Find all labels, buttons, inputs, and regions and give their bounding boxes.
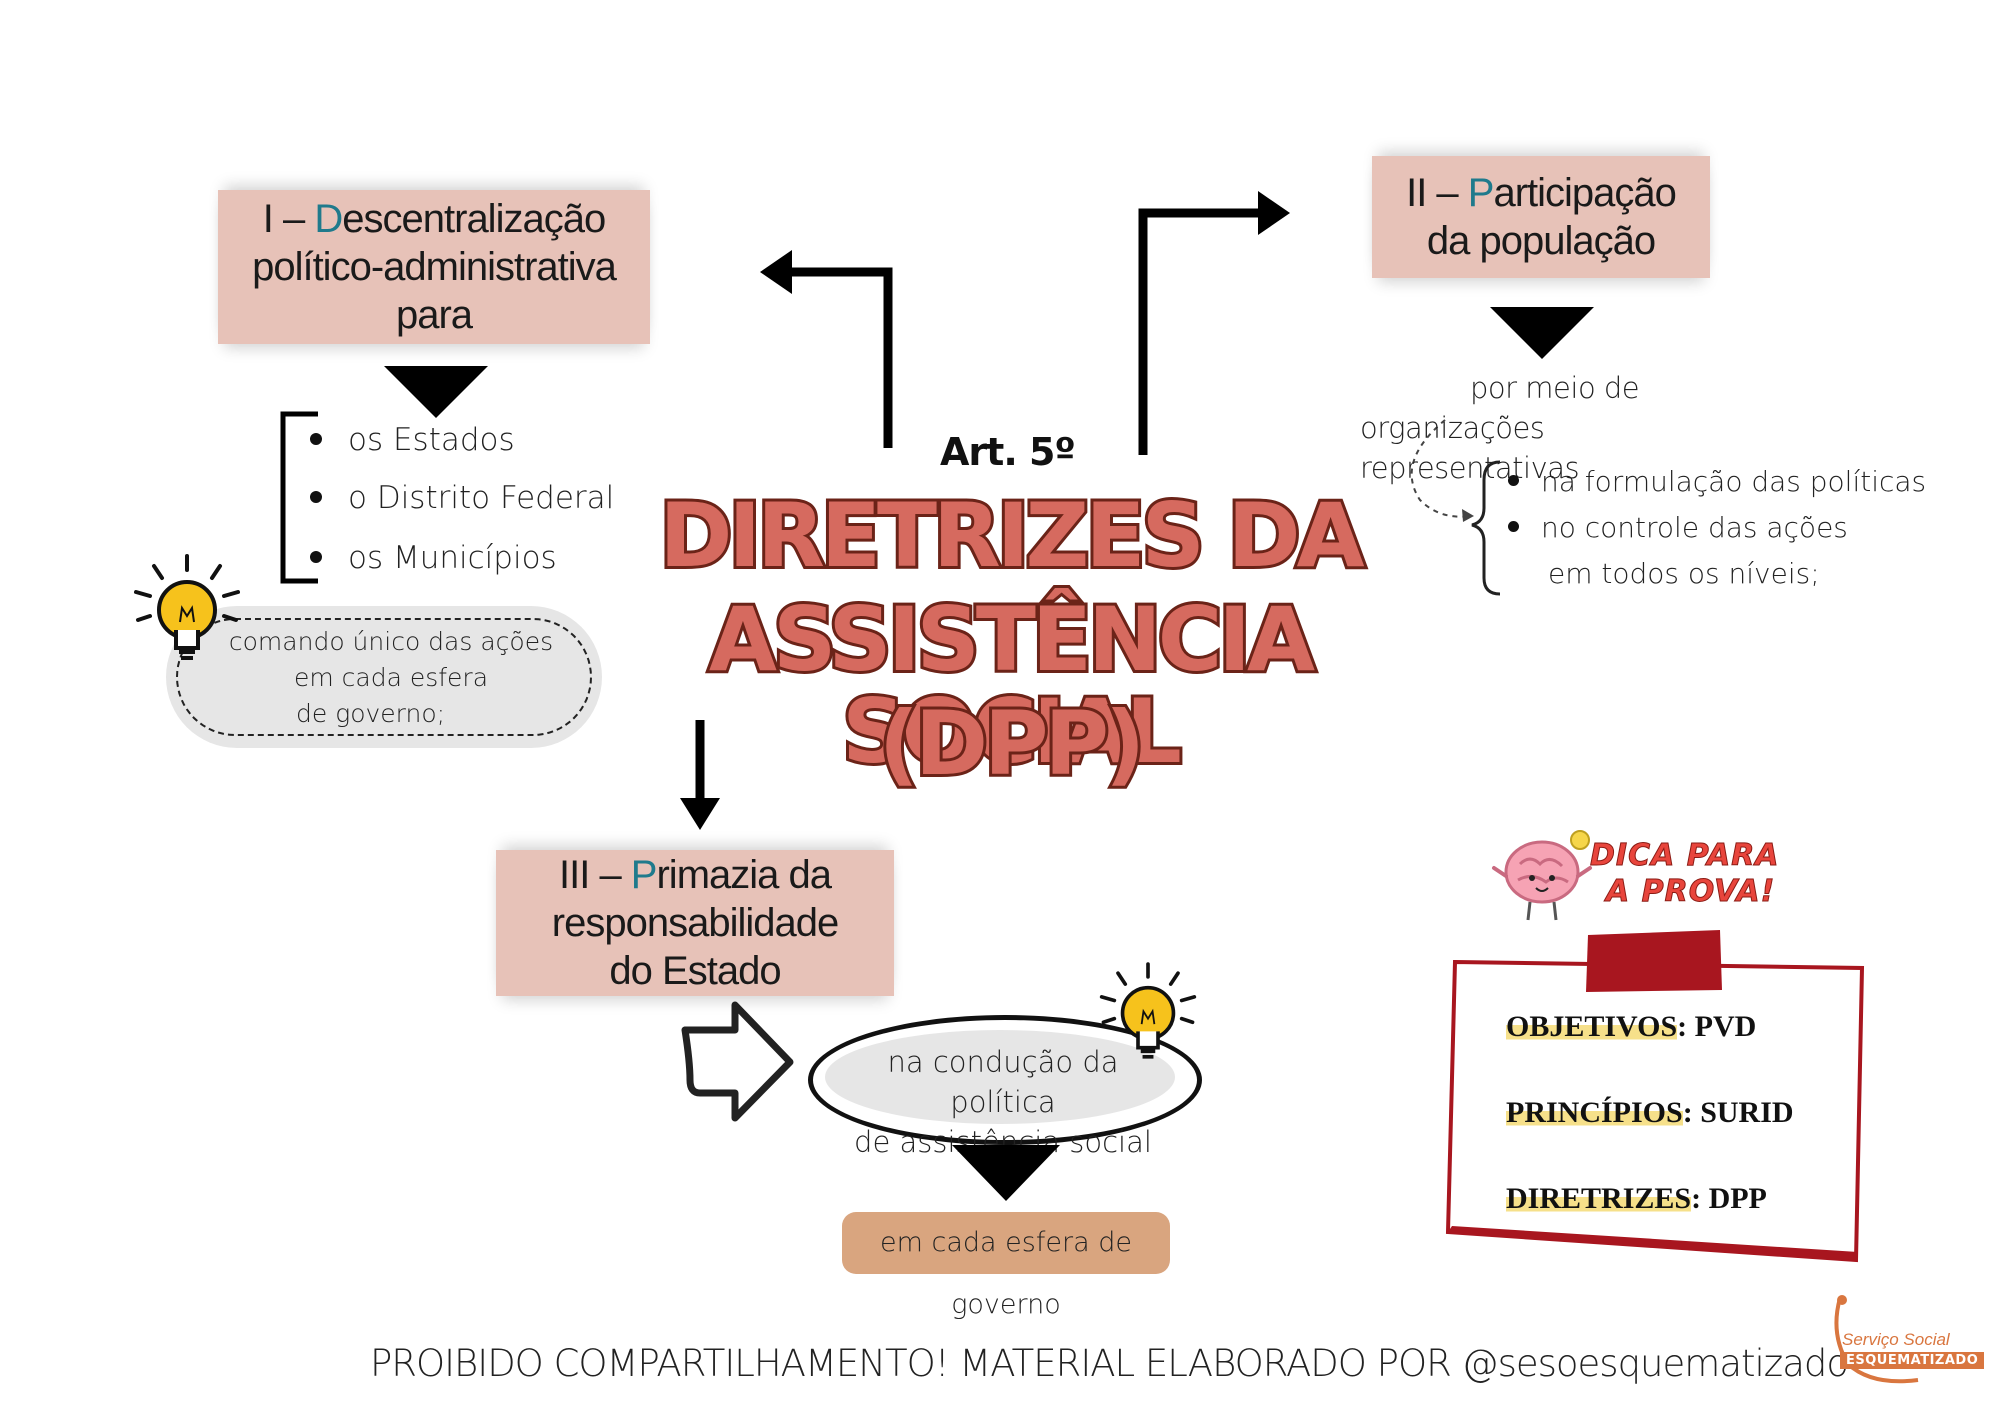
box-primazia: III – Primazia da responsabilidade do Es… <box>496 850 894 996</box>
lightbulb-icon <box>134 554 240 660</box>
tip-row-diretrizes: DIRETRIZES: DPP <box>1506 1182 1836 1268</box>
arrowhead-left <box>760 250 792 294</box>
hollow-arrow-icon <box>681 1001 794 1122</box>
tip-row-value: : PVD <box>1677 1010 1757 1043</box>
box1-initial: D <box>314 197 343 241</box>
arrowhead-down <box>680 798 720 830</box>
tip-tape <box>1586 930 1722 992</box>
list2-item1-text: na formulação das políticas <box>1541 465 1927 498</box>
arrow-to-descentralizacao <box>790 267 893 448</box>
box1-line3: para <box>395 293 473 337</box>
lightbulb-icon <box>1099 962 1197 1059</box>
tip-row-principios: PRINCÍPIOS: SURID <box>1506 1096 1836 1182</box>
bullet <box>310 550 322 563</box>
main-title: DIRETRIZES DA ASSISTÊNCIA SOCIAL (DPP) <box>640 484 1380 810</box>
list2-item-controle: no controle das ações <box>1508 510 1848 546</box>
logo-line1: Serviço Social <box>1842 1330 1950 1349</box>
down-triangle-box3 <box>952 1145 1060 1201</box>
note1-line3: de governo; <box>296 699 446 728</box>
article-label: Art. 5º <box>940 430 1076 474</box>
tip-row-label: OBJETIVOS <box>1506 1010 1678 1043</box>
note3-line1: na condução da política <box>887 1045 1119 1119</box>
tag-esfera-governo: em cada esfera de governo <box>842 1212 1170 1320</box>
tip-row-label: PRINCÍPIOS <box>1506 1096 1683 1129</box>
note-conducao: na condução da política de assistência s… <box>808 1015 1202 1159</box>
list-item-text: os Municípios <box>348 540 557 576</box>
box3-line1-rest: rimazia da <box>656 853 832 897</box>
title-line-1: DIRETRIZES DA <box>656 484 1367 587</box>
box-participacao: II – Participação da população <box>1372 156 1710 278</box>
tip-title-line1: DICA PARA <box>1590 838 1780 874</box>
note-dashed-border <box>176 618 592 736</box>
box1-line2: político-administrativa <box>252 245 617 289</box>
note3-inner <box>825 1030 1175 1124</box>
box2-prefix: II – <box>1406 171 1468 215</box>
box2-line1-rest: articipação <box>1493 171 1676 215</box>
tip-rows: OBJETIVOS: PVD PRINCÍPIOS: SURID DIRETRI… <box>1506 1010 1836 1268</box>
down-triangle-box2 <box>1490 307 1594 359</box>
tip-title-line2: A PROVA! <box>1606 874 1776 910</box>
note1-line2: em cada esfera <box>293 663 489 692</box>
list-item-distrito-federal: o Distrito Federal <box>310 480 614 516</box>
down-triangle-box1 <box>384 366 488 418</box>
note1-line1: comando único das ações <box>228 627 554 656</box>
list-item-text: o Distrito Federal <box>348 480 615 516</box>
bullet <box>1508 520 1519 532</box>
list-item-estados: os Estados <box>310 422 515 458</box>
box-descentralizacao: I – Descentralização político-administra… <box>218 190 650 344</box>
tip-row-objetivos: OBJETIVOS: PVD <box>1506 1010 1836 1096</box>
box3-line1: III – Primazia da <box>496 851 894 899</box>
note3-text: na condução da política de assistência s… <box>833 1042 1173 1162</box>
box2-sub-line2: organizações representativas <box>1360 411 1580 485</box>
box3-line2: responsabilidade <box>551 901 839 945</box>
box2-line2: da população <box>1426 219 1656 263</box>
note-comando-unico: comando único das ações em cada esfera d… <box>166 606 602 748</box>
list2-item-niveis: em todos os níveis; <box>1548 556 1820 592</box>
list-item-text: os Estados <box>348 422 515 458</box>
bullet <box>310 432 322 445</box>
tip-title: DICA PARA A PROVA! <box>1590 838 1780 910</box>
box2-initial: P <box>1467 171 1495 215</box>
bullet <box>1508 474 1519 486</box>
list2-item2-text: no controle das ações <box>1541 511 1848 544</box>
box3-line3: do Estado <box>609 949 781 993</box>
note1-text: comando único das ações em cada esfera d… <box>226 624 556 732</box>
tip-row-value: : DPP <box>1691 1182 1767 1215</box>
logo: Serviço Social ESQUEMATIZADO <box>1822 1294 1985 1388</box>
title-line-2: ASSISTÊNCIA SOCIAL <box>706 588 1318 783</box>
brace-list2 <box>1471 460 1501 596</box>
list-item-municipios: os Municípios <box>310 540 557 576</box>
box1-line1: I – Descentralização <box>218 195 650 243</box>
tip-row-label: DIRETRIZES <box>1506 1182 1692 1215</box>
dashed-arrowhead <box>1462 509 1474 522</box>
box1-line1-rest: escentralização <box>342 197 606 241</box>
box2-line1: II – Participação <box>1372 169 1710 217</box>
title-line-3: (DPP) <box>876 692 1148 795</box>
list2-item2b-text: em todos os níveis; <box>1548 557 1820 590</box>
list2-item-formulacao: na formulação das políticas <box>1508 464 1926 500</box>
box2-subtext: por meio de organizações representativas <box>1360 368 1750 488</box>
bullet <box>310 490 322 503</box>
box3-prefix: III – <box>558 853 631 897</box>
box2-sub-line1: por meio de <box>1470 371 1640 405</box>
bracket-list1 <box>280 411 318 584</box>
tip-row-value: : SURID <box>1682 1096 1794 1129</box>
brain-mascot-icon <box>1492 830 1592 921</box>
box3-initial: P <box>630 853 658 897</box>
box1-prefix: I – <box>262 197 315 241</box>
arrow-to-participacao <box>1138 208 1262 455</box>
arrowhead-right <box>1258 191 1290 235</box>
footer-notice: PROIBIDO COMPARTILHAMENTO! MATERIAL ELAB… <box>370 1342 1849 1385</box>
logo-line2: ESQUEMATIZADO <box>1840 1352 1985 1369</box>
